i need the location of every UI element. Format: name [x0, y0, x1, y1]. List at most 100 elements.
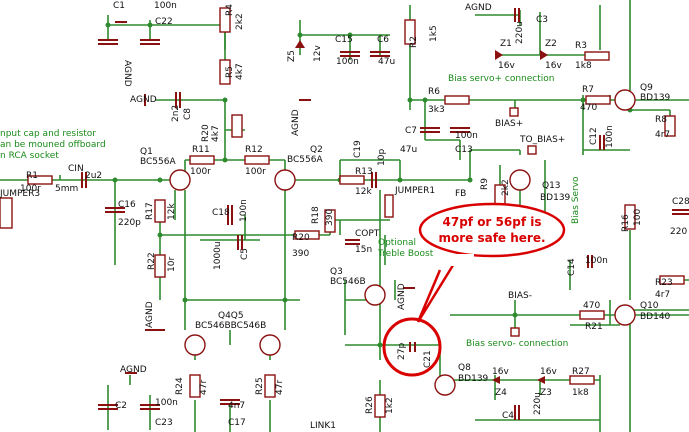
label-to-bias-plus: TO_BIAS+: [519, 135, 565, 145]
note-line-3: n RCA socket: [0, 151, 59, 161]
label-r20-bottom: R20: [292, 233, 310, 243]
note-bias-servo: Bias Servo: [571, 176, 581, 224]
component-symbols: [0, 7, 689, 420]
label-r4-value: 2k2: [235, 13, 245, 30]
label-r12-value: 100r: [245, 167, 266, 177]
callout-line-1: 47pf or 56pf is: [443, 215, 542, 229]
label-c3-value: 220u: [515, 21, 525, 44]
label-q2-value: BC556A: [287, 155, 323, 165]
label-bias-plus: BIAS+: [495, 119, 523, 129]
label-c16-value: 220p: [118, 218, 141, 228]
label-z1: Z1: [500, 39, 512, 49]
label-z5-value: 12v: [313, 45, 323, 62]
label-jumper1: JUMPER1: [394, 186, 435, 196]
label-z1-value: 16v: [498, 61, 515, 71]
label-r1-size: 5mm: [55, 184, 78, 194]
label-r18-value: 390: [325, 209, 335, 226]
label-c18-value: 100n: [239, 199, 249, 222]
label-z4: Z4: [495, 388, 507, 398]
label-c5: C5: [240, 248, 250, 260]
label-agnd-3: AGND: [291, 109, 301, 136]
label-q2: Q2: [310, 145, 323, 155]
label-c8-value: 2n2: [171, 105, 181, 122]
label-c18: C18: [212, 208, 230, 218]
label-r22: R22: [147, 252, 157, 270]
callout-line-2: more safe here.: [438, 231, 545, 245]
label-r18: R18: [311, 206, 321, 224]
label-r8: R8: [655, 115, 667, 125]
label-bias-minus: BIAS-: [508, 291, 532, 301]
label-c27-value: 27p: [397, 343, 407, 360]
label-c19: C19: [353, 140, 363, 158]
label-agnd-5: AGND: [145, 301, 155, 328]
label-agnd-6: AGND: [397, 283, 407, 310]
label-c16: C16: [118, 200, 136, 210]
label-c28: C28: [672, 197, 689, 207]
label-z2-value: 16v: [545, 61, 562, 71]
label-c2: C2: [115, 401, 127, 411]
label-c17-value: 4n7: [228, 401, 245, 411]
label-z3-value: 16v: [540, 367, 557, 377]
label-r26: R26: [365, 396, 375, 414]
label-c21: C21: [423, 350, 433, 368]
label-r7: R7: [582, 85, 594, 95]
label-r3: R3: [575, 41, 587, 51]
label-c12-value: 100n: [605, 125, 615, 148]
label-r25: R25: [255, 377, 265, 395]
label-q10: Q10: [640, 301, 659, 311]
label-c23: C23: [155, 418, 173, 428]
label-z3: Z3: [540, 388, 552, 398]
label-r9-value: 2k2: [501, 179, 511, 196]
label-c6-value: 47u: [378, 57, 395, 67]
label-r13: R13: [355, 167, 373, 177]
label-c28-value: 220: [670, 227, 687, 237]
label-r23: R23: [655, 278, 673, 288]
label-r21-value: 470: [583, 301, 600, 311]
label-z5: Z5: [287, 50, 297, 62]
label-q4q5: Q4Q5: [218, 311, 244, 321]
label-agnd-7: AGND: [120, 365, 147, 375]
label-c22: C22: [155, 17, 173, 27]
label-link1: LINK1: [310, 421, 336, 431]
label-c17: C17: [228, 418, 246, 428]
label-q4q5-value: BC546BBC546B: [195, 321, 266, 331]
label-c6: C6: [377, 35, 389, 45]
label-q13-value: BD139: [540, 193, 571, 203]
label-copt-value: 15n: [355, 245, 372, 255]
label-cin: CIN: [68, 164, 84, 174]
label-r5-value: 4k7: [235, 63, 245, 80]
label-r20-bottom-value: 390: [292, 249, 309, 259]
label-c15-value: 100n: [336, 57, 359, 67]
label-q8: Q8: [458, 363, 471, 373]
label-c13: C13: [455, 145, 473, 155]
label-c2-value: 100n: [155, 398, 178, 408]
label-r26-value: 1k2: [385, 397, 395, 414]
label-q8-value: BD139: [458, 374, 489, 384]
label-r20-top: R20: [201, 124, 211, 142]
label-q1-value: BC556A: [140, 157, 176, 167]
label-c22-value: 100n: [154, 1, 177, 11]
label-r27-value: 1k8: [572, 388, 589, 398]
label-c12: C12: [589, 127, 599, 145]
label-r9: R9: [480, 178, 490, 190]
label-r24-value: 47r: [199, 380, 209, 395]
label-cin-value: 2u2: [85, 171, 102, 181]
note-bias-servo-minus: Bias servo- connection: [466, 339, 568, 349]
label-q3: Q3: [330, 267, 343, 277]
label-r5: R5: [225, 66, 235, 78]
label-c14: C14: [567, 258, 577, 276]
note-line-1: nput cap and resistor: [0, 129, 96, 139]
label-r1: R1: [26, 171, 38, 181]
label-r22-value: 10r: [167, 257, 177, 272]
label-agnd-1: AGND: [122, 60, 132, 87]
label-r25-value: 47r: [275, 380, 285, 395]
label-r3-value: 1k8: [575, 61, 592, 71]
label-q3-value: BC546B: [330, 277, 366, 287]
note-line-2: an be mouned offboard: [0, 140, 106, 150]
label-c14-value: 100n: [585, 256, 608, 266]
label-agnd-2: AGND: [130, 95, 157, 105]
label-r17: R17: [145, 202, 155, 220]
label-r1-value: 100r: [20, 184, 41, 194]
label-c1: C1: [113, 1, 125, 11]
